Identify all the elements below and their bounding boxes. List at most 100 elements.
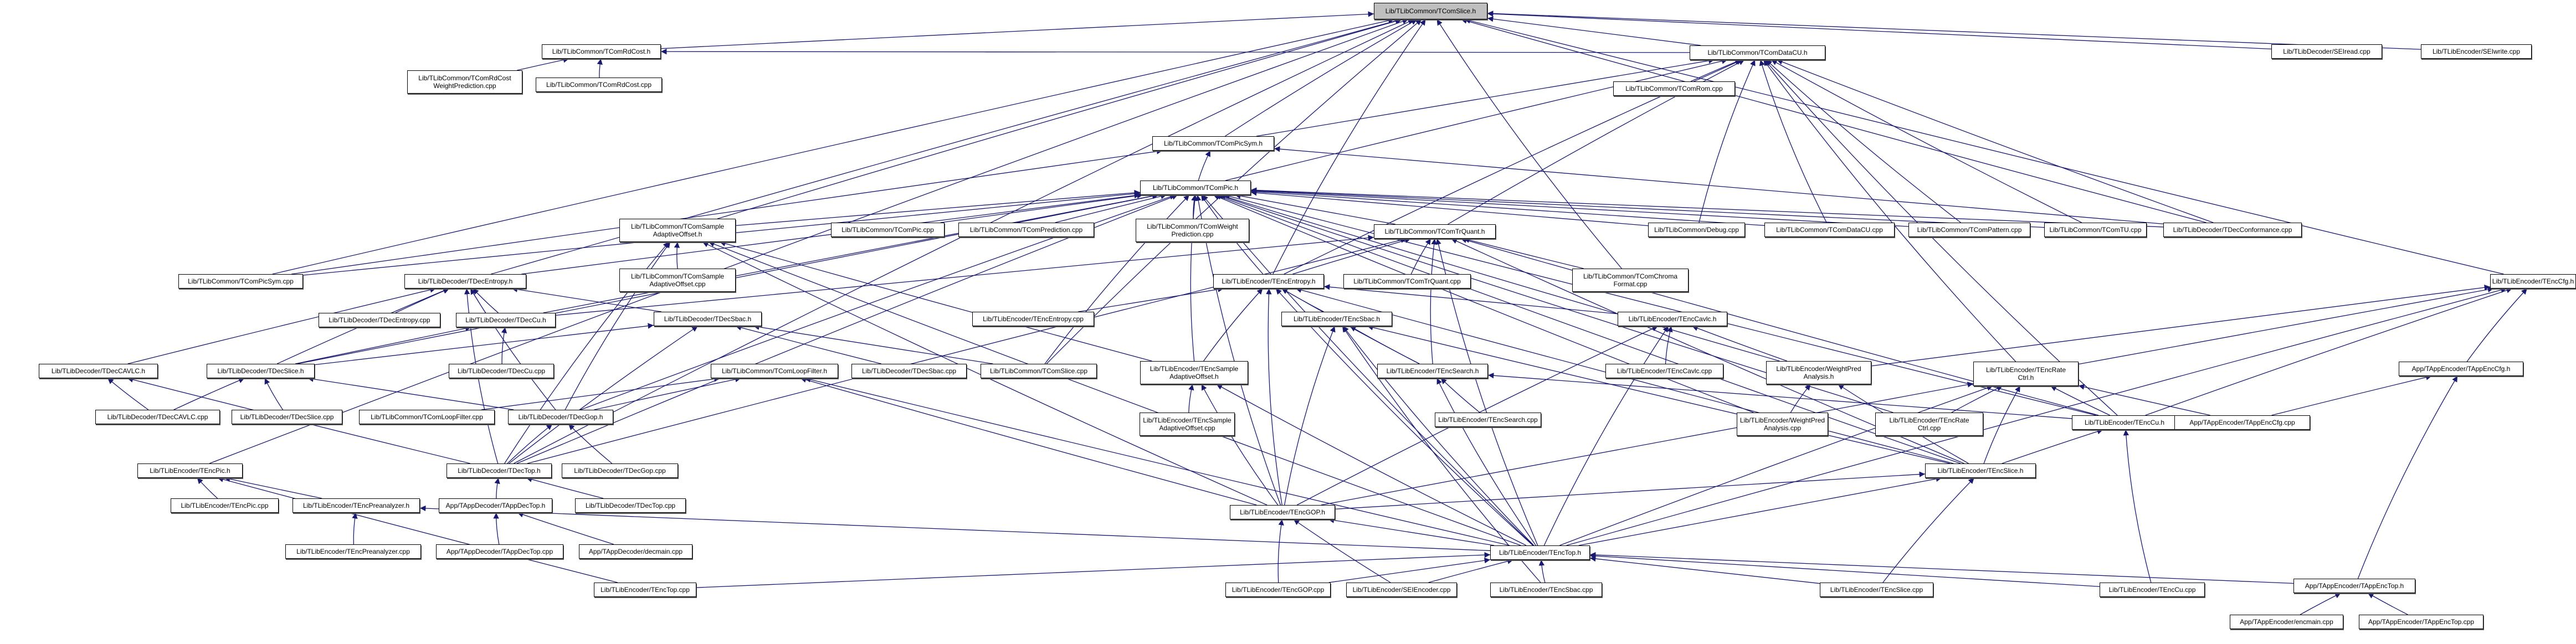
node-lib-tlibcommon-tcomslice-cpp[interactable]: Lib/TLibCommon/TComSlice.cpp — [981, 364, 1097, 378]
node-lib-tlibencoder-tencpreanalyzer-cpp[interactable]: Lib/TLibEncoder/TEncPreanalyzer.cpp — [285, 544, 421, 559]
edge-n56-to-n0 — [514, 19, 1414, 464]
node-lib-tlibencoder-tencsbac-h[interactable]: Lib/TLibEncoder/TEncSbac.h — [1281, 312, 1392, 326]
node-label: App/TAppEncoder/TAppEncTop.cpp — [2368, 618, 2474, 626]
node-lib-tlibencoder-tenccu-h[interactable]: Lib/TLibEncoder/TEncCu.h — [2072, 415, 2177, 430]
edge-n19-to-n8 — [1274, 146, 2164, 225]
node-app-tappencoder-tappenctop-cpp[interactable]: App/TAppEncoder/TAppEncTop.cpp — [2359, 615, 2483, 629]
node-lib-tlibcommon-tcomsample-adaptiveoffset-cpp[interactable]: Lib/TLibCommon/TComSample AdaptiveOffset… — [619, 269, 736, 292]
node-label: Lib/TLibCommon/TComChroma Format.cpp — [1583, 272, 1678, 288]
edge-n67-to-n60 — [419, 505, 1491, 552]
node-lib-tlibdecoder-tdecgop-cpp[interactable]: Lib/TLibDecoder/TDecGop.cpp — [562, 463, 678, 478]
node-lib-tlibencoder-tencentropy-cpp[interactable]: Lib/TLibEncoder/TEncEntropy.cpp — [972, 312, 1094, 326]
node-lib-tlibdecoder-tdeccavlc-h[interactable]: Lib/TLibDecoder/TDecCAVLC.h — [39, 364, 158, 378]
node-lib-tlibcommon-tcomrdcost-weightprediction-cpp[interactable]: Lib/TLibCommon/TComRdCost WeightPredicti… — [407, 70, 522, 94]
node-lib-tlibencoder-seiwrite-cpp[interactable]: Lib/TLibEncoder/SEIwrite.cpp — [2421, 44, 2532, 59]
node-lib-tlibcommon-tcompic-h[interactable]: Lib/TLibCommon/TComPic.h — [1140, 181, 1251, 195]
node-label: Lib/TLibEncoder/TEncEntropy.h — [1222, 277, 1316, 285]
node-lib-tlibdecoder-tdecslice-h[interactable]: Lib/TLibDecoder/TDecSlice.h — [207, 364, 315, 378]
edge-n45-to-n36 — [173, 378, 245, 410]
node-lib-tlibcommon-tcompattern-cpp[interactable]: Lib/TLibCommon/TComPattern.cpp — [1908, 223, 2030, 237]
node-label: Lib/TLibCommon/TComTrQuant.h — [1384, 228, 1485, 235]
node-lib-tlibcommon-tcompic-cpp[interactable]: Lib/TLibCommon/TComPic.cpp — [831, 223, 945, 237]
node-label: Lib/TLibCommon/TComDataCU.cpp — [1776, 226, 1883, 234]
node-lib-tlibdecoder-tdectop-cpp[interactable]: Lib/TLibDecoder/TDecTop.cpp — [575, 498, 686, 513]
node-lib-tlibencoder-tencpic-cpp[interactable]: Lib/TLibEncoder/TEncPic.cpp — [171, 498, 279, 513]
node-lib-tlibencoder-tenccavlc-h[interactable]: Lib/TLibEncoder/TEncCavlc.h — [1618, 312, 1727, 326]
node-lib-tlibencoder-tenccavlc-cpp[interactable]: Lib/TLibEncoder/TEncCavlc.cpp — [1605, 364, 1723, 378]
node-lib-tlibcommon-tcomloopfilter-h[interactable]: Lib/TLibCommon/TComLoopFilter.h — [711, 364, 838, 378]
node-lib-tlibdecoder-tdecentropy-h[interactable]: Lib/TLibDecoder/TDecEntropy.h — [404, 274, 526, 288]
node-app-tappdecoder-tappdectop-h[interactable]: App/TAppDecoder/TAppDecTop.h — [439, 498, 552, 513]
node-lib-tlibcommon-tcomweight-prediction-cpp[interactable]: Lib/TLibCommon/TComWeight Prediction.cpp — [1136, 219, 1249, 242]
node-app-tappdecoder-decmain-cpp[interactable]: App/TAppDecoder/decmain.cpp — [579, 544, 692, 559]
node-lib-tlibcommon-tcomrdcost-cpp[interactable]: Lib/TLibCommon/TComRdCost.cpp — [536, 78, 662, 92]
node-label: App/TAppEncoder/TAppEncTop.h — [2305, 582, 2404, 590]
node-lib-tlibcommon-tcomchroma-format-cpp[interactable]: Lib/TLibCommon/TComChroma Format.cpp — [1572, 269, 1689, 292]
node-lib-tlibcommon-tcompicsym-h[interactable]: Lib/TLibCommon/TComPicSym.h — [1152, 136, 1274, 151]
node-lib-tlibencoder-tenctop-h[interactable]: Lib/TLibEncoder/TEncTop.h — [1490, 545, 1590, 560]
edge-n74-to-n34 — [2357, 375, 2458, 579]
node-lib-tlibcommon-debug-cpp[interactable]: Lib/TLibCommon/Debug.cpp — [1648, 223, 1745, 237]
node-lib-tlibdecoder-tdecsbac-h[interactable]: Lib/TLibDecoder/TDecSbac.h — [654, 312, 762, 326]
node-lib-tlibencoder-tencsbac-cpp[interactable]: Lib/TLibEncoder/TEncSbac.cpp — [1490, 583, 1602, 597]
node-app-tappencoder-encmain-cpp[interactable]: App/TAppEncoder/encmain.cpp — [2230, 615, 2343, 629]
node-lib-tlibencoder-seiencoder-cpp[interactable]: Lib/TLibEncoder/SEIEncoder.cpp — [1346, 583, 1457, 597]
node-lib-tlibencoder-tencpic-h[interactable]: Lib/TLibEncoder/TEncPic.h — [137, 463, 243, 478]
node-label: Lib/TLibCommon/TComPicSym.h — [1163, 140, 1263, 147]
node-lib-tlibdecoder-tdeccavlc-cpp[interactable]: Lib/TLibDecoder/TDecCAVLC.cpp — [95, 410, 220, 424]
node-lib-tlibcommon-tcomprediction-cpp[interactable]: Lib/TLibCommon/TComPrediction.cpp — [958, 223, 1094, 237]
node-lib-tlibencoder-tencrate-ctrl-cpp[interactable]: Lib/TLibEncoder/TEncRate Ctrl.cpp — [1875, 413, 1983, 436]
node-lib-tlibdecoder-tdectop-h[interactable]: Lib/TLibDecoder/TDecTop.h — [447, 463, 552, 478]
node-lib-tlibencoder-tencslice-h[interactable]: Lib/TLibEncoder/TEncSlice.h — [1925, 463, 2036, 478]
node-lib-tlibencoder-tencgop-h[interactable]: Lib/TLibEncoder/TEncGOP.h — [1230, 505, 1335, 519]
node-lib-tlibcommon-tcomtu-cpp[interactable]: Lib/TLibCommon/TComTU.cpp — [2044, 223, 2147, 237]
node-label: Lib/TLibCommon/TComSample AdaptiveOffset… — [630, 223, 725, 238]
edge-n42-to-n31 — [1349, 326, 1420, 364]
node-lib-tlibcommon-tcomdatacu-h[interactable]: Lib/TLibCommon/TComDataCU.h — [1690, 45, 1825, 60]
node-lib-tlibencoder-tencpreanalyzer-h[interactable]: Lib/TLibEncoder/TEncPreanalyzer.h — [293, 498, 420, 513]
node-lib-tlibencoder-weightpred-analysis-h[interactable]: Lib/TLibEncoder/WeightPred Analysis.h — [1766, 361, 1871, 384]
node-lib-tlibencoder-tenccu-cpp[interactable]: Lib/TLibEncoder/TEncCu.cpp — [2100, 583, 2205, 597]
node-lib-tlibcommon-tcomrdcost-h[interactable]: Lib/TLibCommon/TComRdCost.h — [542, 44, 661, 59]
node-lib-tlibencoder-tenccfg-h[interactable]: Lib/TLibEncoder/TEncCfg.h — [2490, 274, 2576, 288]
node-lib-tlibcommon-tcomrom-cpp[interactable]: Lib/TLibCommon/TComRom.cpp — [1613, 81, 1735, 96]
node-lib-tlibencoder-tencsearch-cpp[interactable]: Lib/TLibEncoder/TEncSearch.cpp — [1435, 413, 1541, 427]
node-lib-tlibdecoder-tdecconformance-cpp[interactable]: Lib/TLibDecoder/TDecConformance.cpp — [2163, 223, 2302, 237]
edge-n22-to-n10 — [674, 241, 680, 269]
node-lib-tlibcommon-tcomtrquant-h[interactable]: Lib/TLibCommon/TComTrQuant.h — [1374, 224, 1496, 239]
node-lib-tlibencoder-tencsample-adaptiveoffset-h[interactable]: Lib/TLibEncoder/TEncSample AdaptiveOffse… — [1140, 361, 1248, 384]
edge-n73-to-n53 — [2123, 429, 2152, 583]
edge-n50-to-n42 — [1440, 378, 1480, 413]
edge-n44-to-n9 — [1219, 194, 1780, 362]
node-lib-tlibencoder-tencentropy-h[interactable]: Lib/TLibEncoder/TEncEntropy.h — [1213, 274, 1324, 288]
node-lib-tlibcommon-tcomsample-adaptiveoffset-h[interactable]: Lib/TLibCommon/TComSample AdaptiveOffset… — [619, 219, 736, 242]
edge-n67-to-n26 — [1566, 287, 2507, 546]
edge-n56-to-n29 — [509, 326, 699, 464]
node-lib-tlibdecoder-tdeccu-h[interactable]: Lib/TLibDecoder/TDecCu.h — [456, 313, 556, 327]
node-lib-tlibencoder-tencsample-adaptiveoffset-cpp[interactable]: Lib/TLibEncoder/TEncSample AdaptiveOffse… — [1140, 413, 1235, 436]
node-lib-tlibencoder-weightpred-analysis-cpp[interactable]: Lib/TLibEncoder/WeightPred Analysis.cpp — [1737, 413, 1828, 436]
node-lib-tlibcommon-tcomdatacu-cpp[interactable]: Lib/TLibCommon/TComDataCU.cpp — [1764, 223, 1895, 237]
edge-n6-to-n0 — [1487, 16, 1701, 46]
node-lib-tlibdecoder-tdecsbac-cpp[interactable]: Lib/TLibDecoder/TDecSbac.cpp — [851, 364, 967, 378]
node-lib-tlibencoder-tencsearch-h[interactable]: Lib/TLibEncoder/TEncSearch.h — [1377, 364, 1488, 378]
node-lib-tlibcommon-tcomloopfilter-cpp[interactable]: Lib/TLibCommon/TComLoopFilter.cpp — [359, 410, 495, 424]
node-app-tappdecoder-tappdectop-cpp[interactable]: App/TAppDecoder/TAppDecTop.cpp — [436, 544, 563, 559]
node-lib-tlibdecoder-seiread-cpp[interactable]: Lib/TLibDecoder/SEIread.cpp — [2271, 44, 2382, 59]
node-lib-tlibcommon-tcomtrquant-cpp[interactable]: Lib/TLibCommon/TComTrQuant.cpp — [1343, 274, 1471, 288]
node-app-tappencoder-tappenctop-h[interactable]: App/TAppEncoder/TAppEncTop.h — [2293, 579, 2415, 593]
edge-n53-to-n26 — [2145, 287, 2513, 416]
node-lib-tlibdecoder-tdecgop-h[interactable]: Lib/TLibDecoder/TDecGop.h — [508, 410, 613, 424]
node-lib-tlibencoder-tencrate-ctrl-h[interactable]: Lib/TLibEncoder/TEncRate Ctrl.h — [1973, 362, 2079, 386]
node-app-tappencoder-tappenccfg-cpp[interactable]: App/TAppEncoder/TAppEncCfg.cpp — [2174, 415, 2310, 430]
node-lib-tlibdecoder-tdeccu-cpp[interactable]: Lib/TLibDecoder/TDecCu.cpp — [449, 364, 554, 378]
node-lib-tlibencoder-tenctop-cpp[interactable]: Lib/TLibEncoder/TEncTop.cpp — [594, 583, 696, 597]
node-lib-tlibdecoder-tdecslice-cpp[interactable]: Lib/TLibDecoder/TDecSlice.cpp — [232, 410, 342, 424]
node-app-tappencoder-tappenccfg-h[interactable]: App/TAppEncoder/TAppEncCfg.h — [2399, 362, 2523, 376]
node-label: Lib/TLibDecoder/TDecGop.h — [518, 413, 603, 421]
node-lib-tlibencoder-tencgop-cpp[interactable]: Lib/TLibEncoder/TEncGOP.cpp — [1225, 583, 1331, 597]
node-lib-tlibcommon-tcomslice-h[interactable]: Lib/TLibCommon/TComSlice.h — [1374, 3, 1487, 19]
node-lib-tlibdecoder-tdecentropy-cpp[interactable]: Lib/TLibDecoder/TDecEntropy.cpp — [319, 313, 440, 327]
node-lib-tlibencoder-tencslice-cpp[interactable]: Lib/TLibEncoder/TEncSlice.cpp — [1820, 583, 1933, 597]
node-lib-tlibcommon-tcompicsym-cpp[interactable]: Lib/TLibCommon/TComPicSym.cpp — [178, 274, 303, 288]
